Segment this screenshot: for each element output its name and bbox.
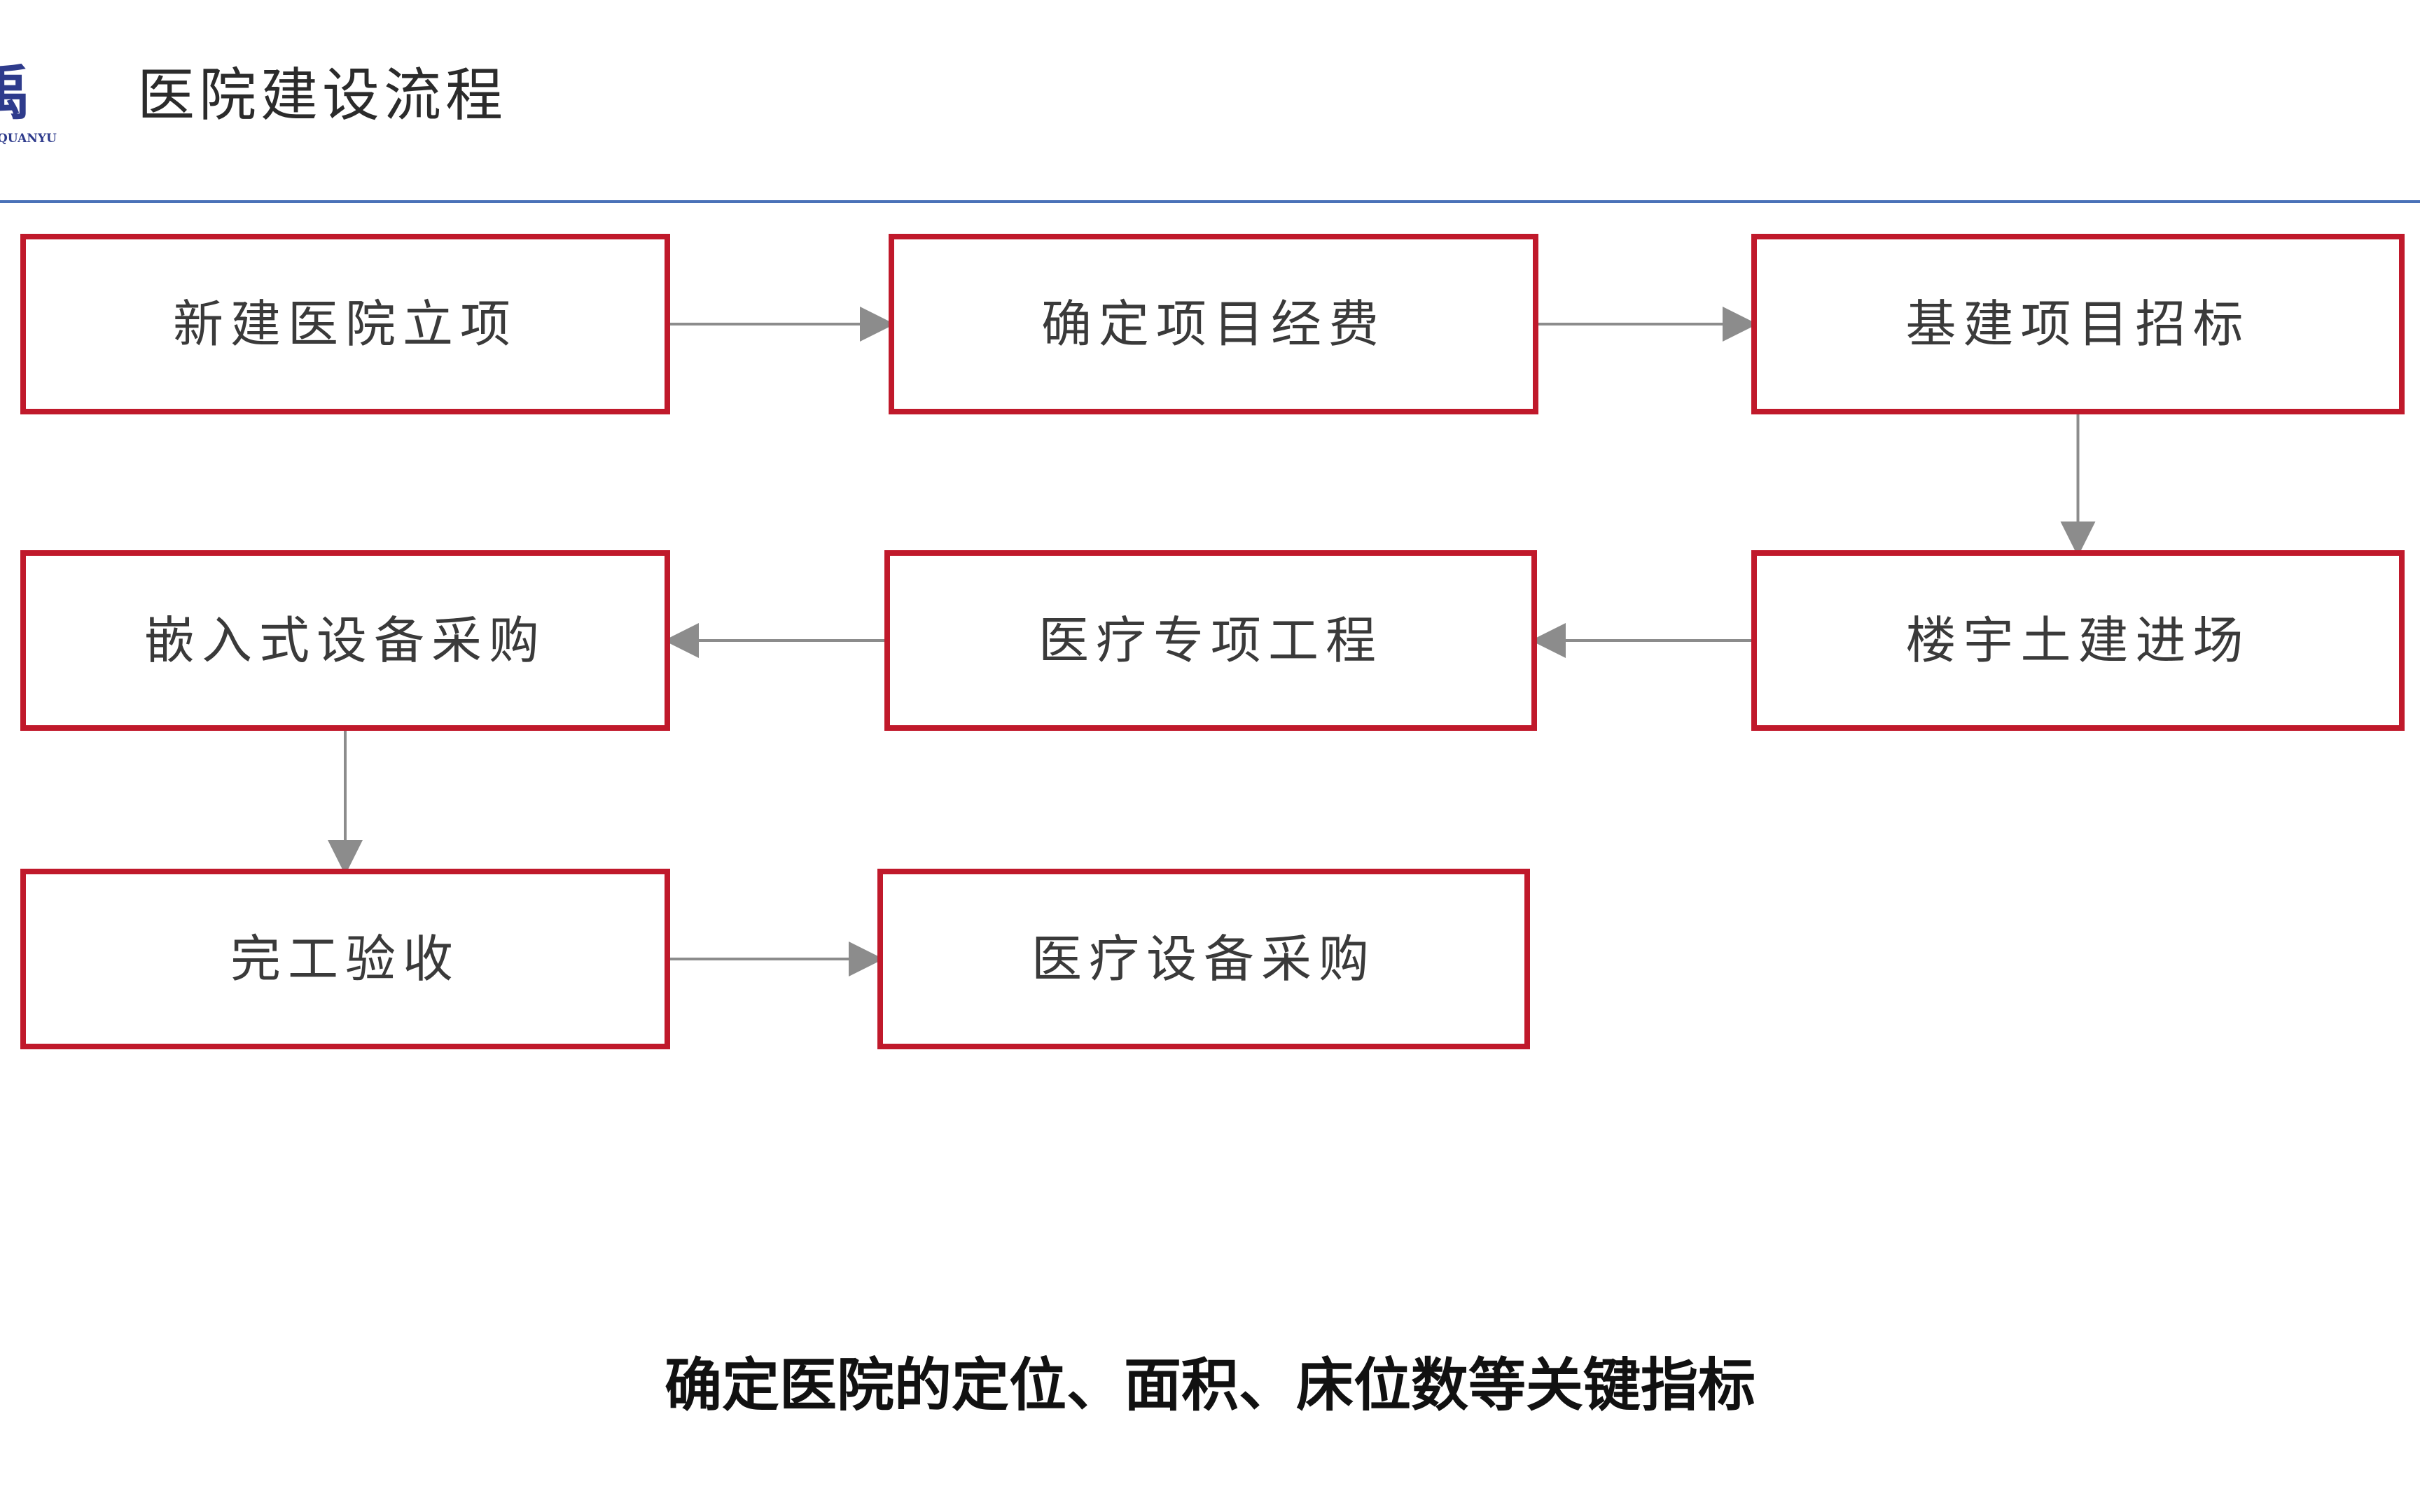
- flow-step-box: [889, 234, 1538, 414]
- flow-step-box: [1751, 234, 2405, 414]
- logo: 禹 QUANYU: [0, 62, 63, 153]
- flow-step-label: 基建项目招标: [1905, 295, 2250, 354]
- flow-step-box: [20, 234, 670, 414]
- page-title: 医院建设流程: [137, 62, 508, 129]
- flow-step-s2: 确定项目经费: [889, 234, 1538, 414]
- flow-step-s6: 嵌入式设备采购: [20, 550, 670, 731]
- flow-step-s3: 基建项目招标: [1751, 234, 2405, 414]
- caption-subtitle: 确定医院的定位、面积、床位数等关键指标: [664, 1352, 1755, 1419]
- flow-step-s5: 医疗专项工程: [884, 550, 1537, 731]
- flow-step-label: 确定项目经费: [1041, 295, 1386, 354]
- flow-step-box: [20, 869, 670, 1049]
- flow-step-label: 嵌入式设备采购: [144, 611, 546, 670]
- flow-step-box: [877, 869, 1530, 1049]
- flow-step-box: [884, 550, 1537, 731]
- flow-step-box: [20, 550, 670, 731]
- logo-subtext: QUANYU: [0, 132, 57, 146]
- flow-step-s4: 楼宇土建进场: [1751, 550, 2405, 731]
- header-divider: [0, 200, 2420, 203]
- flow-step-box: [1751, 550, 2405, 731]
- flow-step-label: 新建医院立项: [173, 295, 517, 354]
- flow-step-label: 楼宇土建进场: [1905, 611, 2250, 670]
- flow-step-s1: 新建医院立项: [20, 234, 670, 414]
- logo-mark: 禹: [0, 58, 32, 127]
- flow-step-s8: 医疗设备采购: [877, 869, 1530, 1049]
- flow-step-label: 医疗设备采购: [1031, 930, 1376, 988]
- flow-step-label: 完工验收: [230, 930, 460, 988]
- flow-edges: [328, 307, 2096, 976]
- flow-step-label: 医疗专项工程: [1038, 611, 1383, 670]
- flow-step-s7: 完工验收: [20, 869, 670, 1049]
